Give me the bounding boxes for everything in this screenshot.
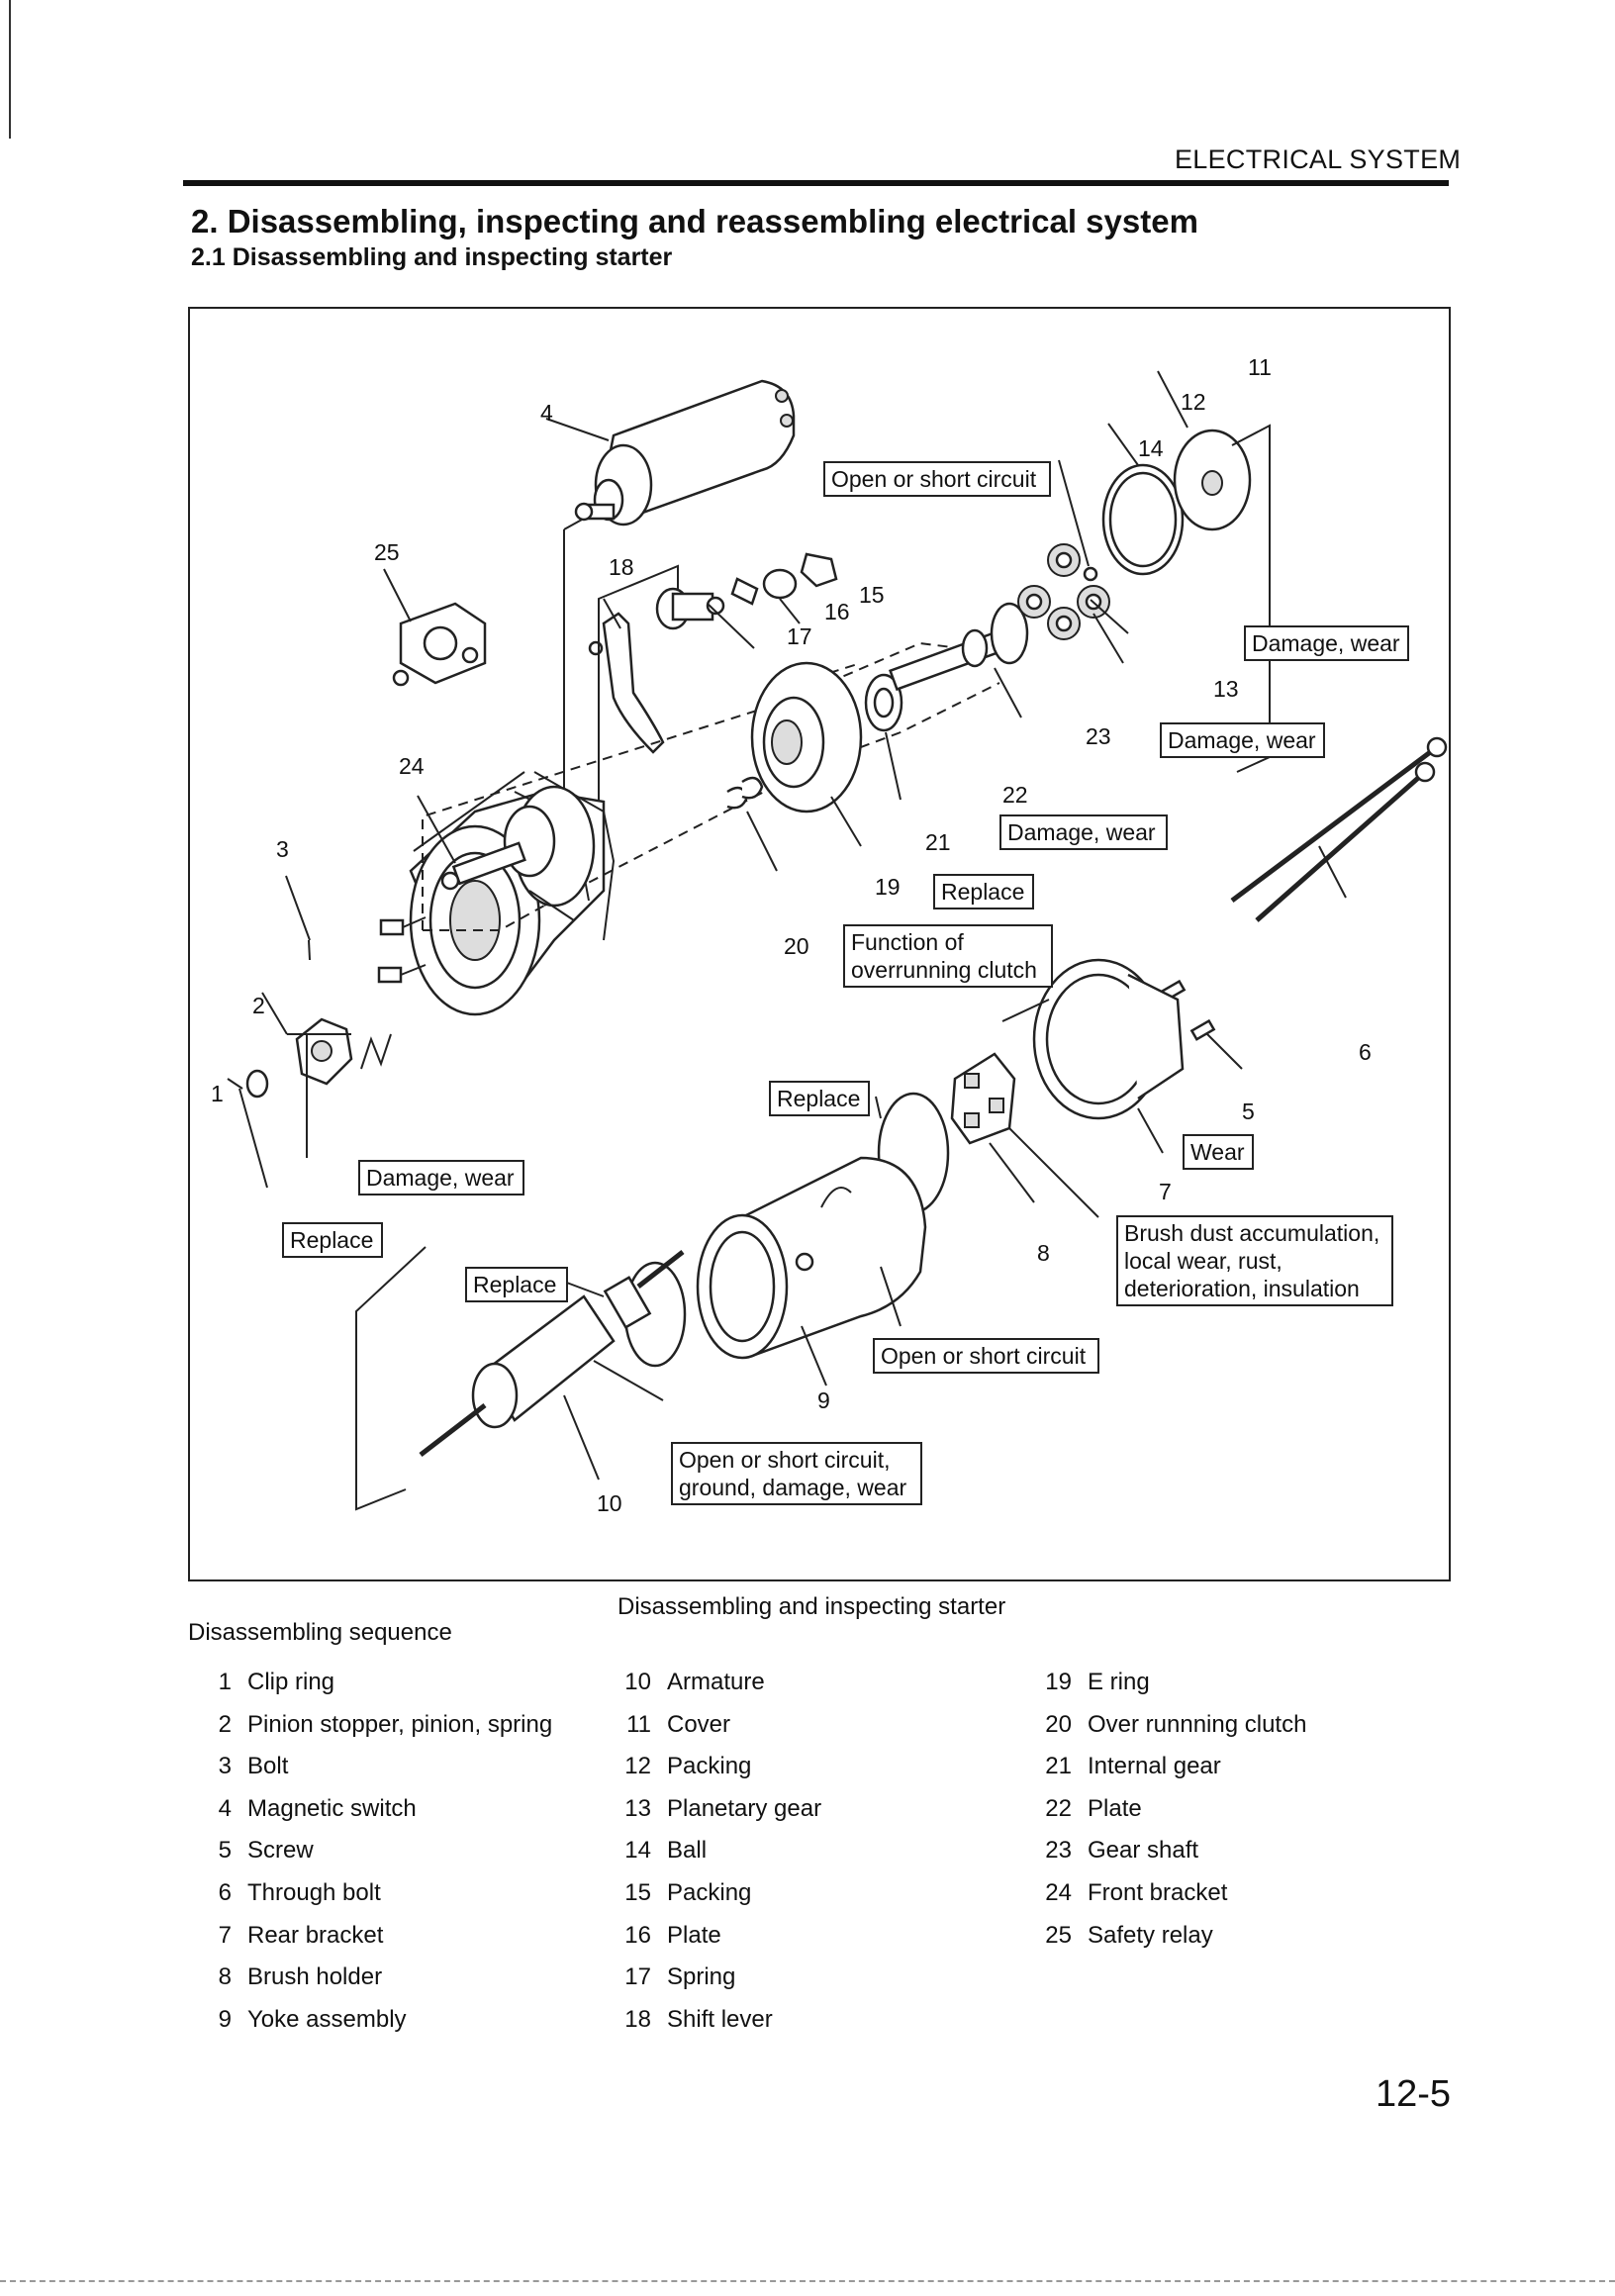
magnetic-switch-part [574,379,796,526]
callout-damage-wear-gear-shaft: Damage, wear [1160,722,1325,758]
part-number-8: 8 [1037,1240,1050,1266]
figure-frame [188,307,1451,1581]
part-number-7: 7 [1159,1179,1172,1204]
part-number-25: 25 [374,539,400,565]
pinion-part [245,1017,392,1099]
spring-plunger-part [655,552,838,630]
part-number-14: 14 [1138,435,1164,461]
overrunning-clutch-part [440,785,596,908]
gear-shaft-part [888,602,1029,692]
ball-part [1083,566,1098,582]
sequence-title: Disassembling sequence [188,1619,452,1646]
page-number: 12-5 [1376,2073,1452,2115]
part-number-1: 1 [211,1081,224,1106]
callout-armature: Open or short circuit, ground, damage, w… [671,1442,922,1505]
part-number-6: 6 [1359,1039,1372,1065]
armature-part [419,1250,685,1457]
part-number-16: 16 [824,599,850,624]
starter-exploded-diagram [227,370,1448,1511]
cover-part [1173,429,1252,531]
safety-relay-part [392,602,487,687]
leader-4 [545,418,610,441]
part-number-11: 11 [1248,354,1272,380]
part-number-5: 5 [1242,1099,1255,1124]
part-number-20: 20 [784,933,809,959]
packing-part [1101,463,1185,576]
callout-replace-e-ring: Replace [933,874,1034,909]
part-number-4: 4 [540,400,553,426]
part-number-23: 23 [1086,723,1111,749]
chapter-heading: 2. Disassembling, inspecting and reassem… [191,203,1198,239]
part-number-3: 3 [276,836,289,862]
callout-brush-holder: Brush dust accumulation, local wear, rus… [1116,1215,1393,1306]
callout-damage-wear-pinion: Damage, wear [358,1160,524,1196]
callout-damage-wear-planetary: Damage, wear [1244,625,1409,661]
part-number-21: 21 [925,829,951,855]
brush-holder-part [950,1052,1016,1145]
callout-replace-o-ring-front: Replace [465,1267,568,1302]
callout-replace-clip-ring: Replace [282,1222,383,1258]
header-rule [183,180,1449,186]
part-number-22: 22 [1002,782,1028,808]
callout-open-short-circuit-switch: Open or short circuit [823,461,1051,497]
planetary-gear-parts [1017,543,1110,640]
yoke-assembly-part [696,1156,927,1360]
margin-mark [9,0,11,139]
callout-function-overrunning-clutch: Function of overrunning clutch [843,924,1053,988]
plate-part [864,673,903,732]
internal-gear-part [750,661,863,813]
bolt-parts [377,916,427,984]
part-number-19: 19 [875,874,901,900]
e-ring-part [726,776,764,810]
through-bolt-parts [1230,736,1448,922]
section-heading: 2.1 Disassembling and inspecting starter [191,243,673,271]
part-number-9: 9 [817,1387,830,1413]
shift-lever-part [588,612,665,754]
callout-replace-o-ring-rear: Replace [769,1081,870,1116]
part-number-10: 10 [597,1490,622,1516]
part-number-15: 15 [859,582,885,608]
part-number-2: 2 [252,993,265,1018]
part-number-12: 12 [1181,389,1206,415]
part-number-13: 13 [1213,676,1239,702]
section-header: ELECTRICAL SYSTEM [1175,144,1462,174]
part-number-17: 17 [787,623,812,649]
rear-bracket-part [1032,958,1185,1120]
part-number-18: 18 [609,554,634,580]
callout-damage-wear-internal-gear: Damage, wear [999,814,1168,850]
callout-wear-rear-bracket: Wear [1183,1134,1254,1170]
part-number-24: 24 [399,753,425,779]
figure-caption: Disassembling and inspecting starter [618,1593,1006,1620]
callout-open-short-circuit-yoke: Open or short circuit [873,1338,1099,1374]
bottom-rule [0,2280,1615,2282]
